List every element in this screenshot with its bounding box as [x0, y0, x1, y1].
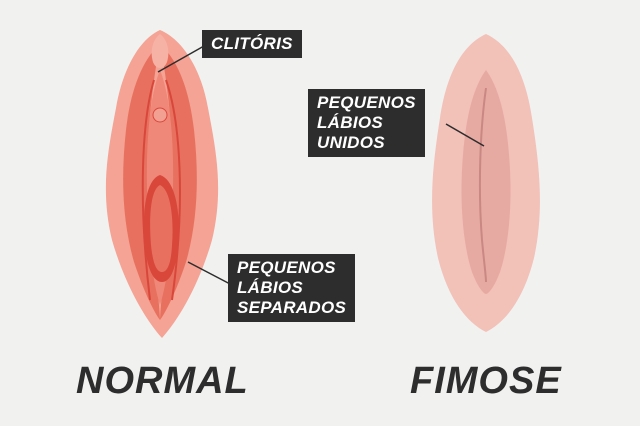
caption-normal: NORMAL	[76, 360, 249, 402]
normal-center-line-left	[141, 79, 155, 301]
label-separated-line-1: PEQUENOS	[237, 258, 336, 277]
label-united-line-1: PEQUENOS	[317, 93, 416, 112]
normal-vaginal-inner	[150, 185, 173, 272]
separated-connector	[187, 261, 233, 286]
label-separated-line-2: LÁBIOS	[237, 278, 304, 297]
label-clitoris-text: CLITÓRIS	[211, 34, 293, 53]
normal-clitoral-hood	[151, 34, 169, 68]
fimose-inner-shape	[461, 70, 511, 294]
normal-urethral-opening	[152, 107, 168, 123]
label-pequenos-labios-unidos: PEQUENOS LÁBIOS UNIDOS	[308, 89, 425, 157]
clitoris-connector	[157, 45, 205, 73]
label-united-line-2: LÁBIOS	[317, 113, 384, 132]
normal-center-line-right	[165, 79, 181, 301]
label-separated-line-3: SEPARADOS	[237, 298, 347, 317]
united-connector	[445, 123, 485, 147]
label-united-line-3: UNIDOS	[317, 133, 385, 152]
label-clitoris: CLITÓRIS	[202, 30, 302, 58]
caption-fimose: FIMOSE	[410, 360, 562, 402]
label-pequenos-labios-separados: PEQUENOS LÁBIOS SEPARADOS	[228, 254, 356, 322]
fimose-fused-line	[478, 87, 487, 283]
